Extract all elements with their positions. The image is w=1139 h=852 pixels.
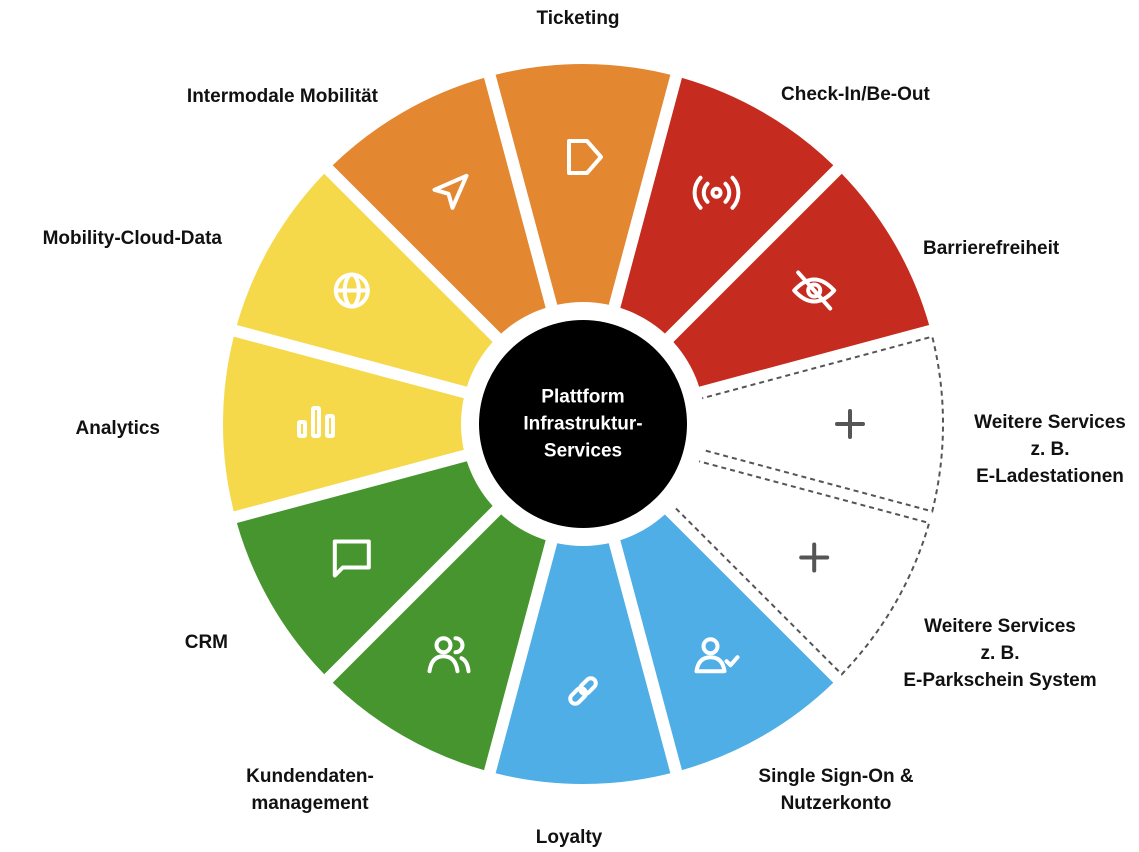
users-icon [427, 636, 471, 674]
label-line: z. B. [1030, 439, 1070, 460]
label-line: Ticketing [536, 8, 620, 29]
label-line: Weitere Services [924, 616, 1076, 637]
label-line: Mobility-Cloud-Data [42, 228, 222, 249]
label-line: Single Sign-On & [758, 766, 914, 787]
segment-barrierefreiheit [670, 173, 930, 388]
label-analytics: Analytics [76, 415, 160, 442]
label-line: z. B. [980, 643, 1020, 664]
hub-circle [479, 320, 687, 528]
label-ticketing: Ticketing [536, 5, 619, 32]
plus-icon [799, 542, 830, 573]
label-loyalty: Loyalty [536, 824, 603, 851]
segment-ticketing [495, 63, 671, 309]
chat-icon [332, 539, 371, 578]
label-line: Analytics [75, 418, 160, 439]
segment-single-sign-on [619, 511, 834, 771]
eye-off-icon [792, 270, 837, 311]
label-check-in: Check-In/Be-Out [781, 81, 930, 108]
segment-intermodale [332, 77, 547, 337]
label-line: Kundendaten- [246, 766, 374, 787]
label-line: E-Ladestationen [976, 466, 1124, 487]
label-crm: CRM [185, 629, 228, 656]
label-weitere-services-2: Weitere Services z. B. E-Parkschein Syst… [903, 613, 1096, 694]
segment-loyalty [495, 539, 671, 785]
label-line: management [251, 793, 369, 814]
label-single-sign-on: Single Sign-On & Nutzerkonto [758, 763, 913, 817]
label-line: CRM [184, 632, 228, 653]
globe-icon [333, 272, 370, 309]
navigation-icon [432, 173, 469, 210]
segment-analytics [222, 336, 468, 512]
label-line: Loyalty [535, 827, 603, 848]
plus-icon [835, 409, 865, 439]
label-intermodale-mobilitaet: Intermodale Mobilität [187, 83, 378, 110]
center-label-line: Plattform [541, 386, 625, 408]
label-weitere-services-1: Weitere Services z. B. E-Ladestationen [974, 409, 1126, 490]
bar-chart-icon [297, 406, 335, 438]
center-label: Plattform Infrastruktur- Services [483, 384, 683, 465]
label-line: E-Parkschein System [903, 670, 1097, 691]
label-line: Check-In/Be-Out [781, 84, 930, 105]
center-label-line: Infrastruktur- [523, 413, 643, 435]
label-line: Barrierefreiheit [923, 238, 1060, 259]
user-check-icon [694, 637, 740, 674]
label-mobility-cloud-data: Mobility-Cloud-Data [43, 225, 222, 252]
label-line: Nutzerkonto [780, 793, 892, 814]
label-line: Weitere Services [974, 412, 1126, 433]
center-label-line: Services [543, 440, 623, 462]
broadcast-icon [692, 175, 741, 210]
link-icon [568, 676, 598, 706]
tag-icon [567, 139, 603, 175]
segment-check-in [619, 77, 834, 337]
label-line: Intermodale Mobilität [186, 86, 378, 107]
label-kundendaten: Kundendaten- management [246, 763, 374, 817]
label-barrierefreiheit: Barrierefreiheit [923, 235, 1059, 262]
